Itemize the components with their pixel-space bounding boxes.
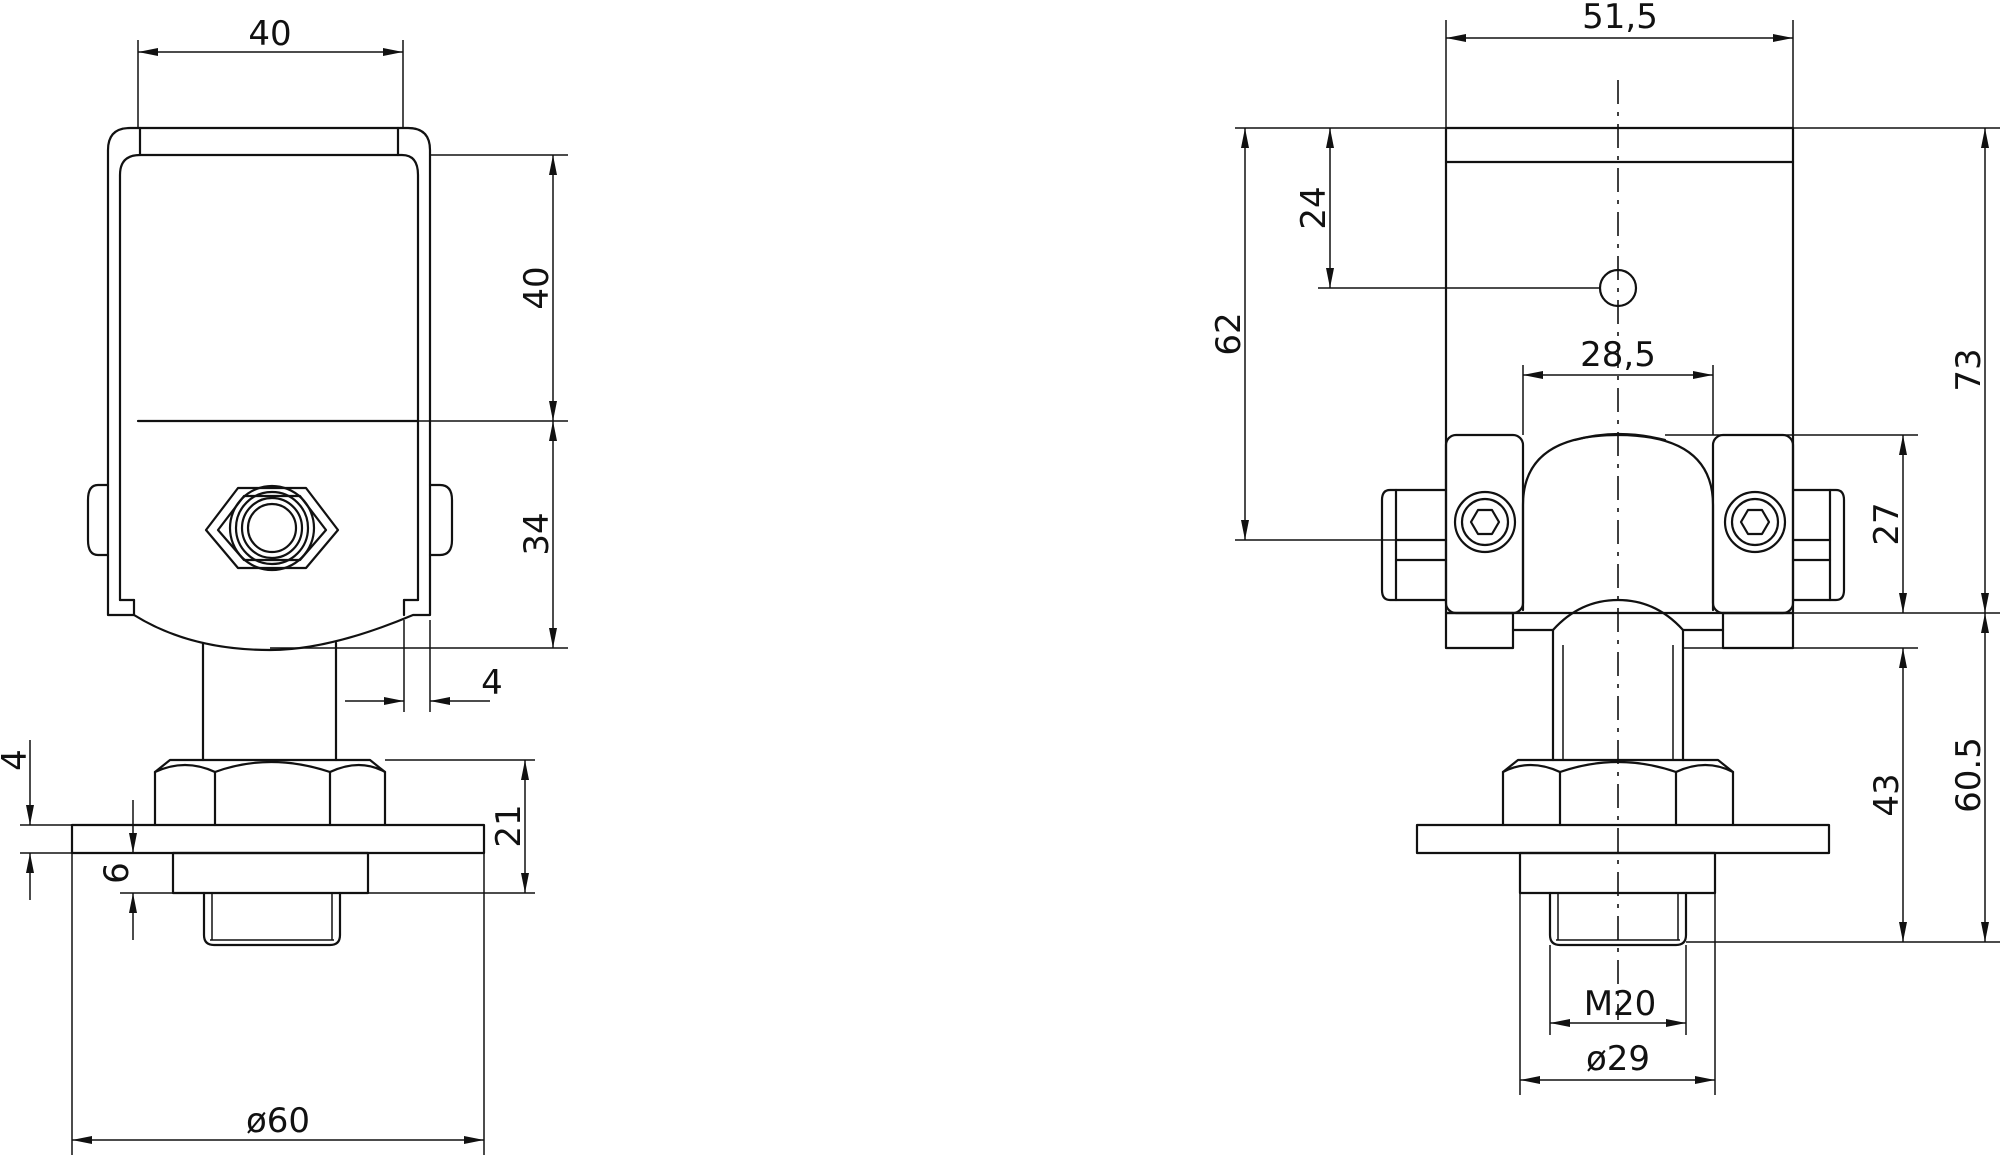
right-washer (1518, 851, 1717, 895)
left-washer (171, 851, 370, 895)
left-dim-plate-diameter: ø60 (246, 1101, 310, 1141)
right-dim-lower-605: 60.5 (1949, 737, 1989, 813)
left-thread (202, 891, 342, 947)
right-dim-inner-width: 28,5 (1580, 335, 1656, 375)
left-dim-nut-height: 21 (489, 804, 529, 847)
right-dim-width-top: 51,5 (1582, 0, 1658, 37)
left-socket-screw (1453, 490, 1517, 554)
right-dim-total-left: 62 (1209, 312, 1249, 355)
left-dim-lower-height: 34 (517, 512, 557, 555)
cable-gland (204, 484, 340, 572)
left-dim-width-top: 40 (248, 14, 291, 54)
left-plate (70, 823, 486, 855)
right-housing (1444, 126, 1795, 615)
right-dim-total-right: 73 (1949, 348, 1989, 391)
left-hex-nut (153, 758, 387, 827)
right-dim-hole-height: 24 (1294, 186, 1334, 229)
right-socket-screw (1723, 490, 1787, 554)
left-side-screw (1380, 488, 1448, 602)
left-side-tab (86, 483, 110, 557)
right-thread (1548, 891, 1688, 947)
right-hex-nut (1501, 758, 1735, 827)
right-side-tab (428, 483, 454, 557)
right-dim-lower-43: 43 (1867, 773, 1907, 816)
right-dim-diameter: ø29 (1586, 1039, 1650, 1079)
left-foot (1444, 611, 1515, 650)
left-housing-outline (106, 126, 432, 652)
right-plate (1415, 823, 1831, 855)
right-foot (1721, 611, 1795, 650)
right-dim-dome-height: 27 (1867, 502, 1907, 545)
right-dim-thread: M20 (1584, 984, 1657, 1024)
right-view: 51,5 24 62 28,5 27 73 43 60.5 (1209, 0, 2000, 1095)
left-clamp-block (1444, 433, 1525, 615)
right-side-screw (1791, 488, 1846, 602)
left-housing-inner (118, 153, 420, 602)
left-dim-thread-length: 6 (97, 862, 137, 884)
left-view: 40 40 34 4 4 6 21 ø60 (0, 14, 568, 1155)
left-dim-offset: 4 (481, 663, 503, 703)
left-dim-upper-height: 40 (517, 266, 557, 309)
left-dim-plate-thickness: 4 (0, 749, 35, 771)
